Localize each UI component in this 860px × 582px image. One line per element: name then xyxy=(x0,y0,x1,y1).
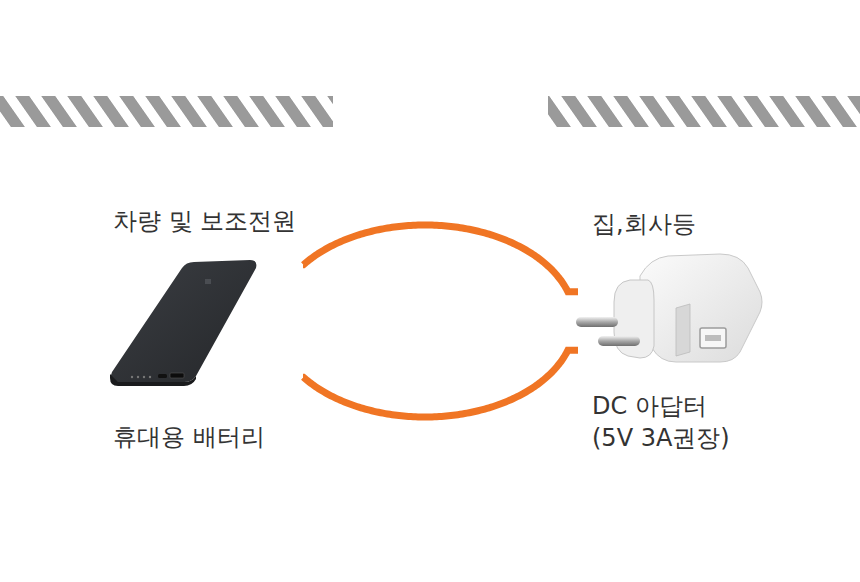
device-group: 차량 및 보조전원휴대용 배터리 xyxy=(108,205,303,453)
connection-arc xyxy=(303,350,578,417)
group-heading: 차량 및 보조전원 xyxy=(113,205,299,237)
device-group: 집,회사등 DC 아답터 (5V 3A권장) xyxy=(578,208,738,454)
hatch-bar xyxy=(548,96,860,127)
connection-arc xyxy=(303,225,578,292)
dc-adapter xyxy=(576,254,762,362)
device-caption: DC 아답터 (5V 3A권장) xyxy=(592,390,732,454)
power-bank xyxy=(110,260,256,386)
hatch-bar xyxy=(0,96,333,127)
device-caption: 휴대용 배터리 xyxy=(113,421,299,453)
group-heading: 집,회사등 xyxy=(592,208,734,240)
